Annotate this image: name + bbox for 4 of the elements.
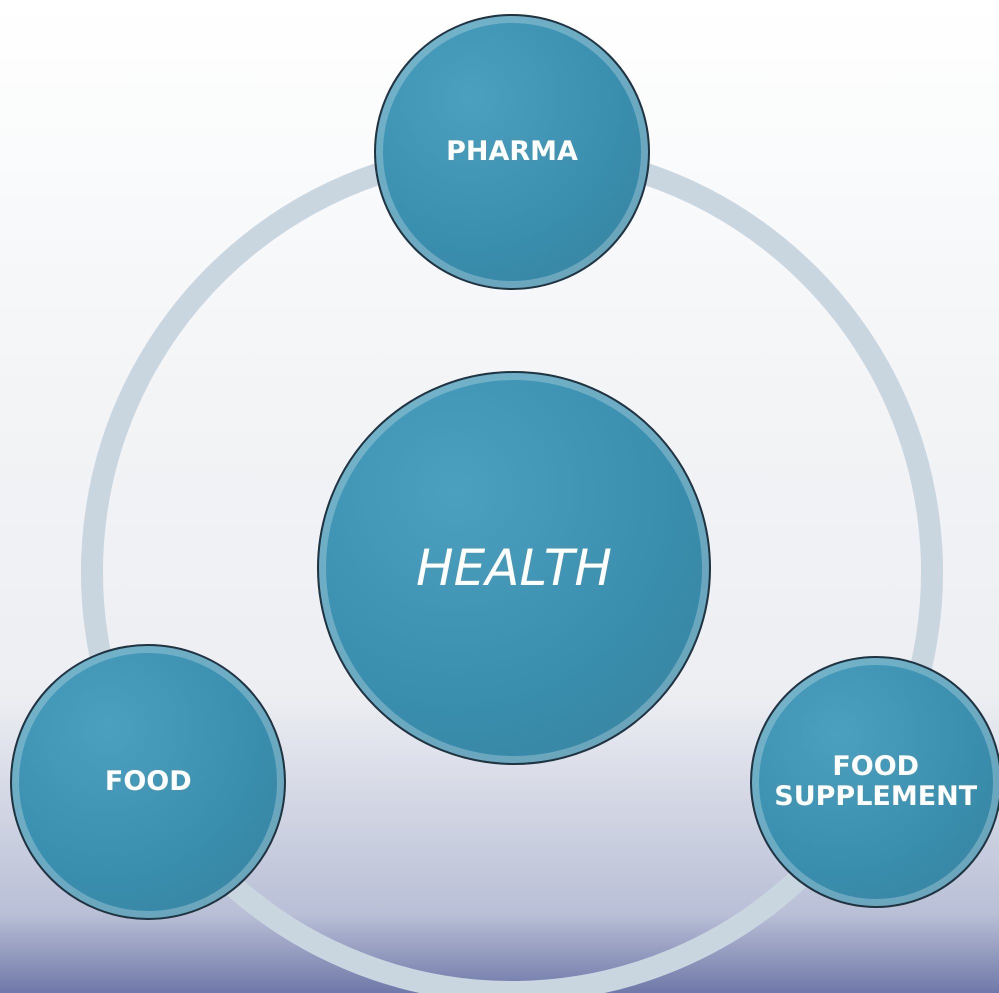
node-label: FOOD (104, 767, 193, 797)
node-label: HEALTH (415, 540, 613, 596)
node-label: FOOD SUPPLEMENT (773, 752, 978, 812)
node-label: PHARMA (445, 137, 579, 167)
